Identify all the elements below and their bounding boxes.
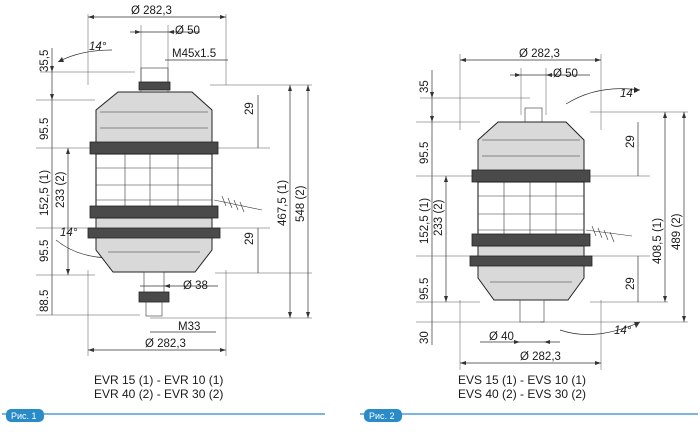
- shaft-diameter-label-2: Ø 50: [553, 68, 578, 80]
- bottom-angle-label: 14°: [60, 227, 78, 239]
- top-angle-label-2: 14°: [620, 88, 638, 100]
- dim-95-5-top-label: 95.5: [39, 118, 51, 140]
- figure-2-caption-line-2: EVS 40 (2) - EVS 30 (2): [458, 387, 586, 401]
- dim-30-label: 30: [419, 331, 431, 344]
- dim-95-5-bottom-label: 95.5: [39, 240, 51, 262]
- bottom-thread-label: M33: [178, 321, 200, 333]
- bottom-shaft-diameter-label-2: Ø 40: [489, 331, 514, 343]
- dim-29-bottom-label: 29: [244, 232, 256, 245]
- figure-1: Ø 282,3 Ø 50 M45x1.5 14° 35,5 95.5 152,5…: [2, 5, 325, 422]
- figure-2-tag: [364, 409, 402, 422]
- dim-152-5-label: 152,5 (1): [39, 170, 51, 216]
- dim-408-5-label: 408,5 (1): [652, 218, 664, 264]
- dim-152-5-label-2: 152,5 (1): [419, 198, 431, 244]
- dim-467-5-label: 467,5 (1): [277, 180, 289, 226]
- motor-illustration-evs: [469, 107, 633, 323]
- top-diameter-label: Ø 282,3: [131, 5, 172, 17]
- top-thread-label: M45x1.5: [172, 48, 216, 60]
- figure-1-tag-label: Рис. 1: [11, 411, 37, 421]
- dim-88-5-label: 88.5: [39, 290, 51, 312]
- figure-2-tag-label: Рис. 2: [369, 411, 395, 421]
- dim-95-5-top-label-2: 95.5: [419, 142, 431, 164]
- dim-29-top-label: 29: [244, 102, 256, 115]
- bottom-diameter-label-2: Ø 282,3: [520, 351, 561, 363]
- figure-1-caption-line-1: EVR 15 (1) - EVR 10 (1): [94, 373, 223, 387]
- top-angle-label: 14°: [89, 41, 107, 53]
- dim-95-5-bottom-label-2: 95.5: [419, 278, 431, 300]
- motor-illustration-evr: [87, 67, 263, 317]
- dim-35-5-label: 35,5: [39, 50, 51, 72]
- figure-1-tag: [6, 409, 44, 422]
- shaft-diameter-label: Ø 50: [175, 25, 200, 37]
- dim-548-label: 548 (2): [295, 185, 307, 222]
- bottom-diameter-label: Ø 282,3: [145, 338, 186, 350]
- dim-29-top-label-2: 29: [625, 135, 637, 148]
- dim-233-label: 233 (2): [55, 171, 67, 208]
- top-diameter-label-2: Ø 282,3: [519, 48, 560, 60]
- bottom-angle-label-2: 14°: [614, 325, 632, 337]
- dim-29-bottom-label-2: 29: [625, 277, 637, 290]
- bottom-shaft-diameter-label: Ø 38: [183, 280, 208, 292]
- dim-233-label-2: 233 (2): [433, 199, 445, 236]
- figure-2-caption-line-1: EVS 15 (1) - EVS 10 (1): [458, 373, 586, 387]
- figure-1-caption-line-2: EVR 40 (2) - EVR 30 (2): [94, 387, 223, 401]
- dim-35-label: 35: [419, 80, 431, 93]
- dim-489-label: 489 (2): [671, 213, 683, 250]
- figure-2: Ø 282,3 Ø 50 14° 35 95.5 152,5 (1) 233 (…: [360, 48, 698, 422]
